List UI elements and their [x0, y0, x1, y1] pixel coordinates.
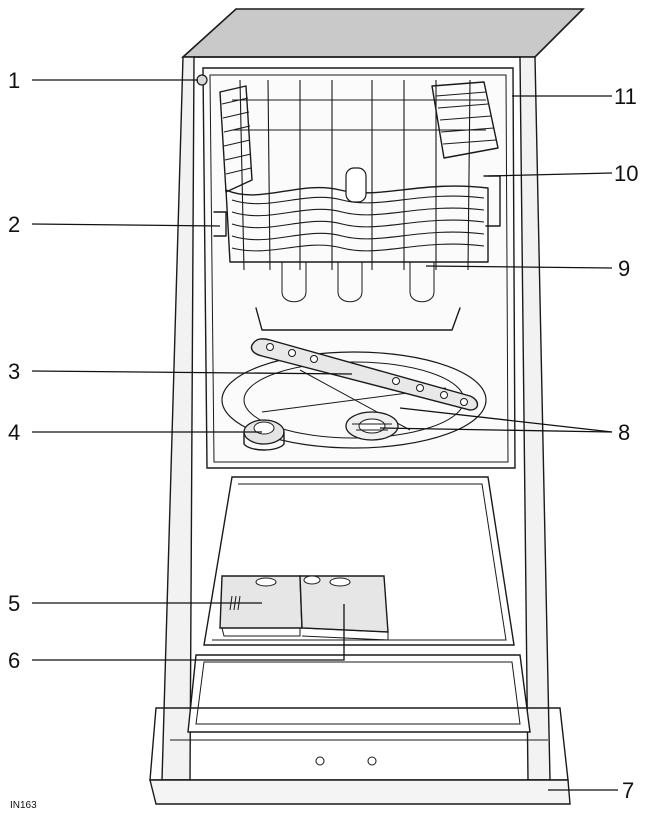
callout-3: 3 — [8, 359, 20, 384]
leader-3 — [31, 370, 353, 375]
leader-2 — [31, 223, 221, 227]
salt-container-cap — [243, 419, 285, 451]
callout-10: 10 — [614, 161, 638, 186]
leader-8a — [399, 407, 613, 433]
callout-4: 4 — [8, 420, 20, 445]
callout-5: 5 — [8, 591, 20, 616]
cabinet-left-side — [161, 56, 195, 781]
upper-basket — [213, 79, 501, 331]
leader-6 — [32, 604, 345, 661]
spray-arm-bar — [250, 338, 479, 411]
leader-10 — [487, 172, 613, 177]
filters — [345, 411, 399, 441]
door-inner-panel — [149, 476, 571, 805]
leader-9 — [425, 265, 613, 269]
callout-6: 6 — [8, 648, 20, 673]
cabinet-top — [180, 8, 585, 58]
callout-numbers: 1 2 3 4 5 6 7 8 9 10 11 — [8, 68, 638, 803]
callout-8: 8 — [618, 420, 630, 445]
leader-8b — [379, 427, 613, 433]
figure-code: IN163 — [10, 800, 37, 811]
callout-1: 1 — [8, 68, 20, 93]
kick-plate — [149, 779, 571, 805]
tub-opening — [202, 67, 516, 469]
cabinet-right-side — [519, 56, 551, 781]
leader-lines — [31, 79, 618, 791]
lower-spray-arm — [221, 338, 487, 449]
callout-7: 7 — [622, 778, 634, 803]
callout-9: 9 — [618, 256, 630, 281]
dishwasher-cabinet — [161, 8, 585, 781]
callout-11: 11 — [614, 84, 637, 109]
top-left-fitting — [196, 74, 208, 86]
callout-2: 2 — [8, 212, 20, 237]
